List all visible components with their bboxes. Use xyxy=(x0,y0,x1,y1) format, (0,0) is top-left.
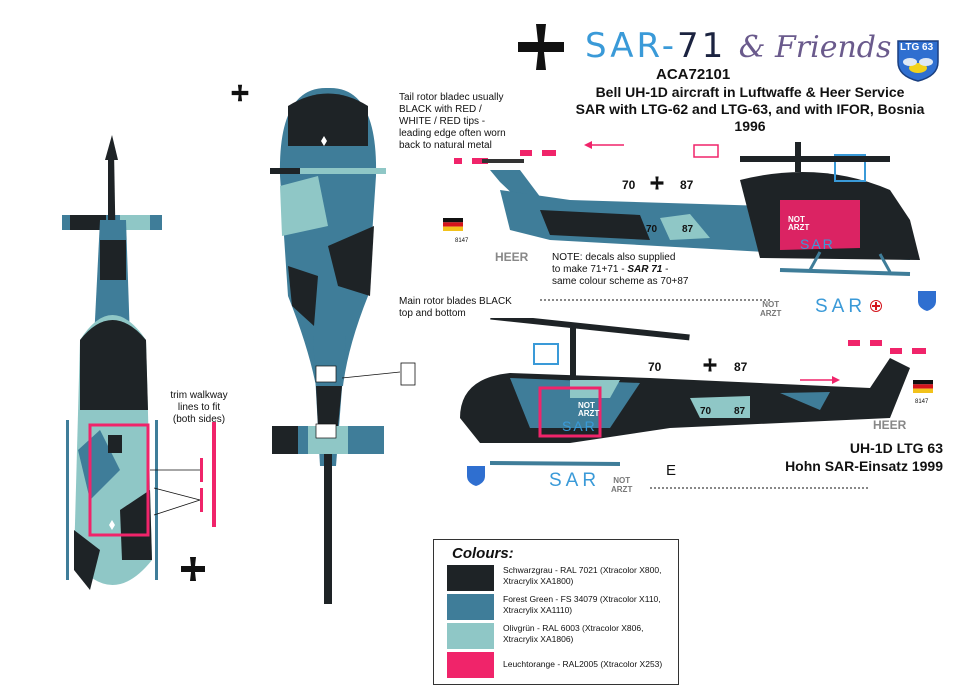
cross-marking-icon xyxy=(650,176,664,190)
small-code-lower: 8147 xyxy=(915,399,929,405)
page-title: SAR-71 & Friends xyxy=(585,26,891,66)
title-71: 71 xyxy=(677,26,727,66)
title-sar: SAR- xyxy=(585,26,677,66)
swatch-2 xyxy=(447,594,494,620)
ltg63-badge: LTG 63 xyxy=(894,38,942,82)
serial-right-lower: 87 xyxy=(734,406,746,417)
colour-row-4: Leuchtorange - RAL2005 (Xtracolor X253) xyxy=(447,652,675,681)
colour-text-3: Olivgrün - RAL 6003 (Xtracolor X806, Xtr… xyxy=(503,623,644,644)
swatch-3 xyxy=(447,623,494,649)
swatch-4 xyxy=(447,652,494,678)
small-code-upper: 8147 xyxy=(455,238,469,244)
ltg63-small-badge-icon xyxy=(467,466,485,486)
letter-e-label: E xyxy=(666,462,677,479)
german-flag-icon xyxy=(913,380,933,393)
german-flag-icon xyxy=(443,218,463,231)
plan-view-helicopter xyxy=(62,135,162,590)
stencil-callout xyxy=(341,362,416,386)
number-87-lower: 87 xyxy=(734,360,748,374)
caption: UH-1D LTG 63 Hohn SAR-Einsatz 1999 xyxy=(785,439,943,475)
main-rotor-note: Main rotor blades BLACK top and bottom xyxy=(399,296,512,319)
swatch-1 xyxy=(447,565,494,591)
iron-cross-logo-icon xyxy=(518,24,564,70)
number-87-upper: 87 xyxy=(680,178,694,192)
colours-heading: Colours: xyxy=(452,545,514,562)
red-cross-roundel-icon xyxy=(870,300,882,312)
tail-rotor-note: Tail rotor bladec usually BLACK with RED… xyxy=(399,92,506,151)
colour-text-2: Forest Green - FS 34079 (Xtracolor X110,… xyxy=(503,594,661,615)
badge-label: LTG 63 xyxy=(900,42,934,53)
product-code: ACA72101 xyxy=(656,66,731,83)
serial-left-lower: 70 xyxy=(700,406,712,417)
heer-label-upper: HEER xyxy=(495,250,529,264)
profile-helicopter-lower xyxy=(460,318,926,489)
colour-row-2: Forest Green - FS 34079 (Xtracolor X110,… xyxy=(447,594,675,623)
direction-arrow-icon xyxy=(800,376,840,384)
colour-text-1: Schwarzgrau - RAL 7021 (Xtracolor X800, … xyxy=(503,565,662,586)
profile-helicopter-upper xyxy=(454,142,920,301)
sar-label-upper: SAR xyxy=(815,296,867,317)
ltg63-small-badge-icon xyxy=(918,291,936,311)
subtitle: Bell UH-1D aircraft in Luftwaffe & Heer … xyxy=(560,84,940,135)
cross-marking-icon xyxy=(703,358,717,372)
subtitle-line2: SAR with LTG-62 and LTG-63, and with IFO… xyxy=(575,101,925,134)
colour-row-3: Olivgrün - RAL 6003 (Xtracolor X806, Xtr… xyxy=(447,623,675,652)
wasp-badge-icon xyxy=(897,40,939,82)
sar-on-door-lower: SAR xyxy=(562,418,597,434)
sar-on-door-upper: SAR xyxy=(800,236,835,252)
serial-right-upper: 87 xyxy=(682,224,694,235)
walkway-note: trim walkway lines to fit (both sides) xyxy=(170,390,228,425)
cross-marking-icon xyxy=(231,84,249,102)
underside-view-helicopter xyxy=(270,87,386,604)
heer-label-lower: HEER xyxy=(873,418,907,432)
serial-left-upper: 70 xyxy=(646,224,658,235)
title-friends: & Friends xyxy=(738,30,892,65)
colours-legend: Colours: Schwarzgrau - RAL 7021 (Xtracol… xyxy=(433,539,679,685)
number-70-lower: 70 xyxy=(648,360,662,374)
caption-line1: UH-1D LTG 63 xyxy=(849,440,943,456)
number-70-upper: 70 xyxy=(622,178,636,192)
decals-note: NOTE: decals also supplied to make 71+71… xyxy=(552,252,689,287)
direction-arrow-icon xyxy=(584,141,624,149)
subtitle-line1: Bell UH-1D aircraft in Luftwaffe & Heer … xyxy=(595,84,905,100)
walkway-strips xyxy=(150,422,216,527)
caption-line2: Hohn SAR-Einsatz 1999 xyxy=(785,458,943,474)
colour-text-4: Leuchtorange - RAL2005 (Xtracolor X253) xyxy=(503,659,663,669)
cross-marking-icon xyxy=(181,557,205,581)
colour-row-1: Schwarzgrau - RAL 7021 (Xtracolor X800, … xyxy=(447,565,675,594)
sar-label-lower: SAR xyxy=(549,470,601,491)
